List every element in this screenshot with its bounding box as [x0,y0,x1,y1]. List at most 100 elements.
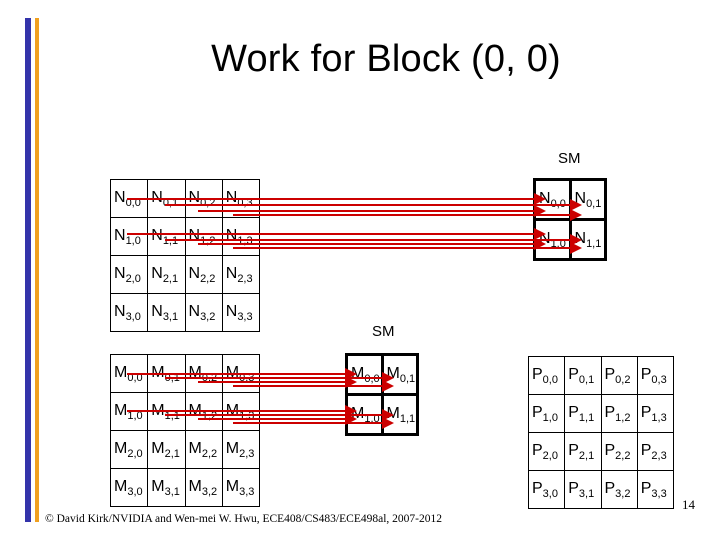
matrix-cell: M3,3 [221,468,261,507]
cell-index: 1,3 [239,409,255,422]
cell-index: 0,0 [364,372,380,385]
cell-index: 0,1 [578,373,595,386]
cell-index: 2,0 [125,272,141,285]
cell-letter: N [225,188,238,206]
cell-index: 1,2 [200,234,216,247]
cell-letter: N [574,229,587,247]
cell-letter: P [568,479,579,497]
cell-index: 3,3 [239,485,255,498]
matrix-cell: M1,0 [109,392,149,431]
cell-letter: P [604,403,616,421]
matrix-cell: N1,0 [533,218,572,261]
matrix-cell: P2,1 [564,432,602,471]
cell-index: 2,3 [237,272,253,285]
matrix-cell: M0,3 [221,354,261,393]
cell-letter: P [532,441,543,459]
matrix-cell: P1,2 [600,394,638,433]
matrix-cell: P1,0 [527,394,566,433]
matrix-cell: P0,0 [527,356,566,395]
matrix-cell: M0,1 [380,353,419,396]
cell-letter: N [539,189,551,207]
matrix-cell: P0,1 [564,356,602,395]
cell-index: 2,3 [651,449,667,462]
slide-title: Work for Block (0, 0) [211,38,561,80]
cell-letter: N [114,188,126,206]
matrix-cell: N3,3 [221,293,261,332]
matrix-cell: M0,0 [345,353,384,396]
matrix-cell: M3,1 [147,468,186,507]
cell-index: 1,0 [125,234,141,247]
matrix-cell: N0,0 [533,178,572,221]
cell-letter: M [151,401,165,419]
cell-index: 3,2 [615,487,631,500]
matrix-cell: M1,2 [184,392,223,431]
cell-letter: M [225,401,240,419]
cell-letter: P [532,403,543,421]
matrix-cell: M0,2 [184,354,223,393]
cell-letter: M [225,477,240,495]
cell-letter: M [188,439,202,457]
cell-index: 2,2 [201,447,218,460]
matrix-cell: M2,2 [184,430,223,469]
cell-index: 1,3 [651,411,667,424]
decorative-bar-orange [35,18,39,522]
cell-letter: P [604,479,616,497]
cell-letter: M [114,477,128,495]
cell-letter: M [351,404,365,422]
cell-letter: M [114,363,128,381]
cell-index: 0,3 [651,373,667,386]
matrix-cell: M1,1 [147,392,186,431]
cell-letter: N [151,264,163,282]
cell-index: 0,3 [239,371,255,384]
cell-index: 1,0 [550,237,566,250]
matrix-cell: P2,2 [600,432,638,471]
matrix-cell: M2,0 [109,430,149,469]
matrix-cell: N0,3 [221,179,261,218]
cell-index: 3,3 [237,310,253,323]
cell-letter: P [640,403,652,421]
page-number: 14 [682,497,695,512]
matrix-cell: P0,3 [636,356,675,395]
cell-index: 1,0 [127,409,143,422]
cell-index: 3,0 [542,487,558,500]
copyright-footer: © David Kirk/NVIDIA and Wen-mei W. Hwu, … [45,513,442,525]
cell-letter: N [114,302,126,320]
cell-index: 0,0 [127,371,143,384]
matrix-cell: N3,1 [147,293,186,332]
cell-index: 1,2 [615,411,631,424]
cell-index: 3,2 [201,485,218,498]
cell-letter: P [532,479,543,497]
cell-index: 0,1 [586,197,602,210]
cell-letter: P [568,365,579,383]
cell-letter: M [151,439,165,457]
matrix-cell: N1,3 [221,217,261,256]
matrix-cell: N0,0 [109,179,149,218]
matrix-cell: N1,1 [147,217,186,256]
cell-letter: M [188,477,202,495]
cell-index: 2,1 [162,272,179,285]
cell-letter: N [225,264,238,282]
cell-letter: M [225,363,240,381]
cell-index: 3,2 [200,310,216,323]
cell-index: 0,3 [237,196,253,209]
cell-index: 0,0 [542,373,558,386]
matrix-cell: P3,0 [527,470,566,509]
matrix-cell: M3,2 [184,468,223,507]
cell-index: 0,0 [550,197,566,210]
cell-letter: P [604,365,616,383]
matrix-cell: M2,1 [147,430,186,469]
cell-letter: N [225,302,238,320]
matrix-cell: P3,2 [600,470,638,509]
cell-index: 0,2 [201,371,218,384]
matrix-cell: N2,0 [109,255,149,294]
cell-letter: P [604,441,616,459]
matrix-cell: N1,2 [184,217,223,256]
